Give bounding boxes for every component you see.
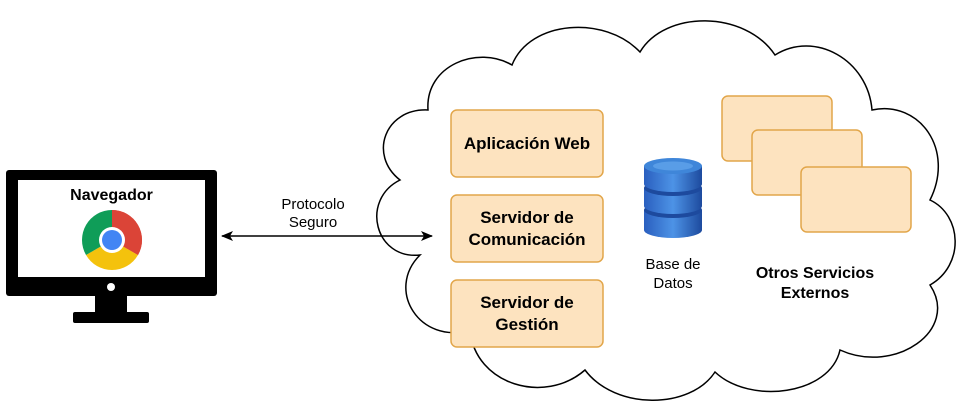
database-icon <box>644 158 702 238</box>
connection-label-line1: Protocolo <box>281 196 345 213</box>
external-label-line1: Otros Servicios <box>755 265 875 282</box>
chrome-icon <box>82 210 142 270</box>
database-label-line1: Base de <box>645 256 701 273</box>
service-web-app-line1: Aplicación Web <box>463 133 591 153</box>
service-management-line1: Servidor de <box>480 293 574 313</box>
service-communication-line1: Servidor de <box>480 208 574 228</box>
service-label-management: Servidor de Gestión <box>451 280 603 347</box>
service-label-web-app: Aplicación Web <box>451 110 603 177</box>
service-box-management <box>450 279 604 348</box>
external-label-line2: Externos <box>780 285 850 302</box>
service-label-communication: Servidor de Comunicación <box>451 195 603 262</box>
external-box-3 <box>800 166 912 233</box>
service-box-web-app <box>450 109 604 178</box>
browser-title: Navegador <box>70 187 153 204</box>
service-communication-line2: Comunicación <box>468 229 586 249</box>
database-label-line2: Datos <box>653 275 693 292</box>
connection-label-line2: Seguro <box>288 214 338 231</box>
service-management-line2: Gestión <box>495 314 559 334</box>
service-box-communication <box>450 194 604 263</box>
